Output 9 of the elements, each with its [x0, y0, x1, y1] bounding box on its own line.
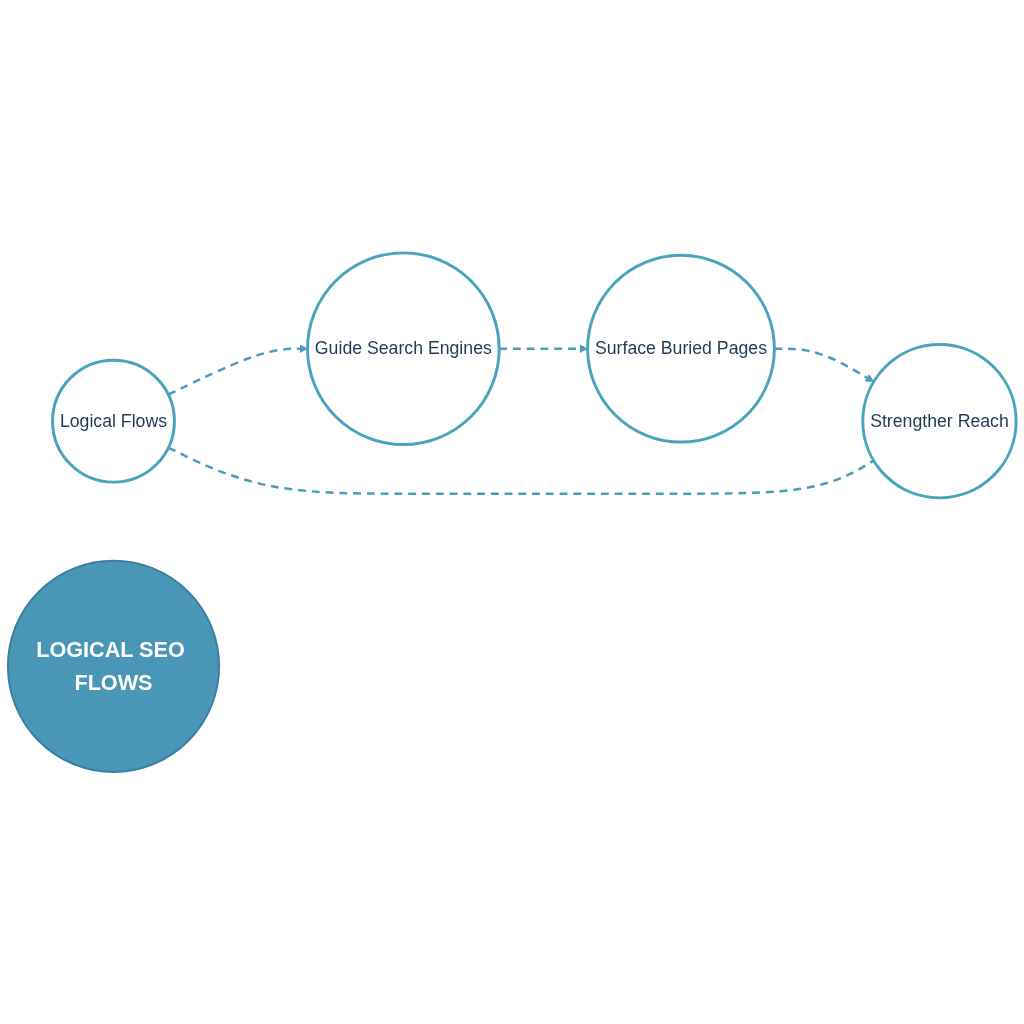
node-circle: Surface Buried Pages	[586, 253, 776, 444]
node-circle: Logical Flows	[51, 358, 176, 484]
connector	[167, 446, 875, 495]
arrow	[499, 344, 588, 353]
node-circle: LOGICAL SEO FLOWS	[6, 559, 221, 773]
node-circle: Guide Search Engines	[306, 251, 501, 446]
node-circle: Strengther Reach	[861, 342, 1018, 499]
arrow	[774, 347, 875, 382]
arrow	[167, 344, 308, 396]
